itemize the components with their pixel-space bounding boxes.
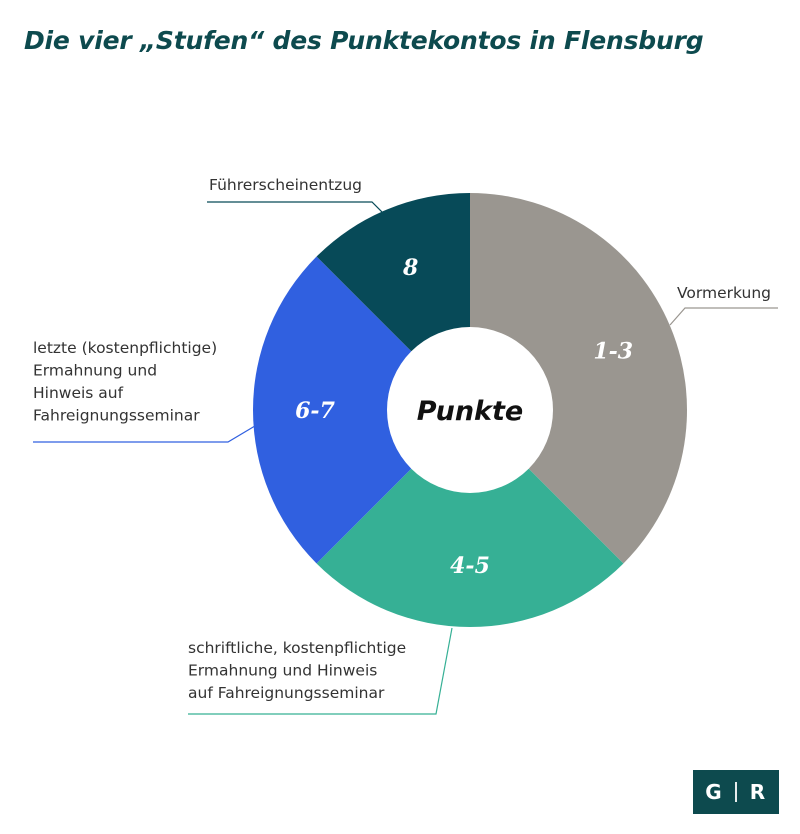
annotation-8: Führerscheinentzug bbox=[209, 176, 362, 194]
center-label: Punkte bbox=[417, 396, 523, 427]
logo-letter-g: G bbox=[705, 780, 723, 804]
donut-hole bbox=[387, 327, 553, 493]
annotations-group: Vormerkung schriftliche, kostenpflichtige… bbox=[33, 176, 771, 702]
slice-label-6-7: 6-7 bbox=[295, 398, 335, 424]
slice-label-4-5: 4-5 bbox=[450, 553, 490, 579]
logo-separator bbox=[735, 782, 737, 802]
slice-labels-group: 1-3 4-5 6-7 8 bbox=[295, 255, 633, 579]
leader-line-6-7 bbox=[33, 419, 266, 443]
slices-group bbox=[253, 193, 687, 628]
slice-1-3 bbox=[470, 193, 687, 564]
chart-title: Die vier „Stufen“ des Punktekontos in Fl… bbox=[24, 26, 704, 55]
slice-label-1-3: 1-3 bbox=[593, 339, 633, 365]
logo-letter-r: R bbox=[749, 780, 767, 804]
slice-label-8: 8 bbox=[402, 255, 418, 281]
leader-line-1-3 bbox=[669, 307, 778, 326]
leader-line-8 bbox=[207, 201, 386, 216]
slice-4-5 bbox=[316, 410, 624, 628]
gr-logo: G R bbox=[693, 770, 779, 814]
annotation-1-3: Vormerkung bbox=[677, 284, 771, 302]
leader-lines-group bbox=[33, 201, 778, 715]
slice-6-7 bbox=[253, 256, 470, 564]
leader-line-4-5 bbox=[188, 627, 453, 715]
